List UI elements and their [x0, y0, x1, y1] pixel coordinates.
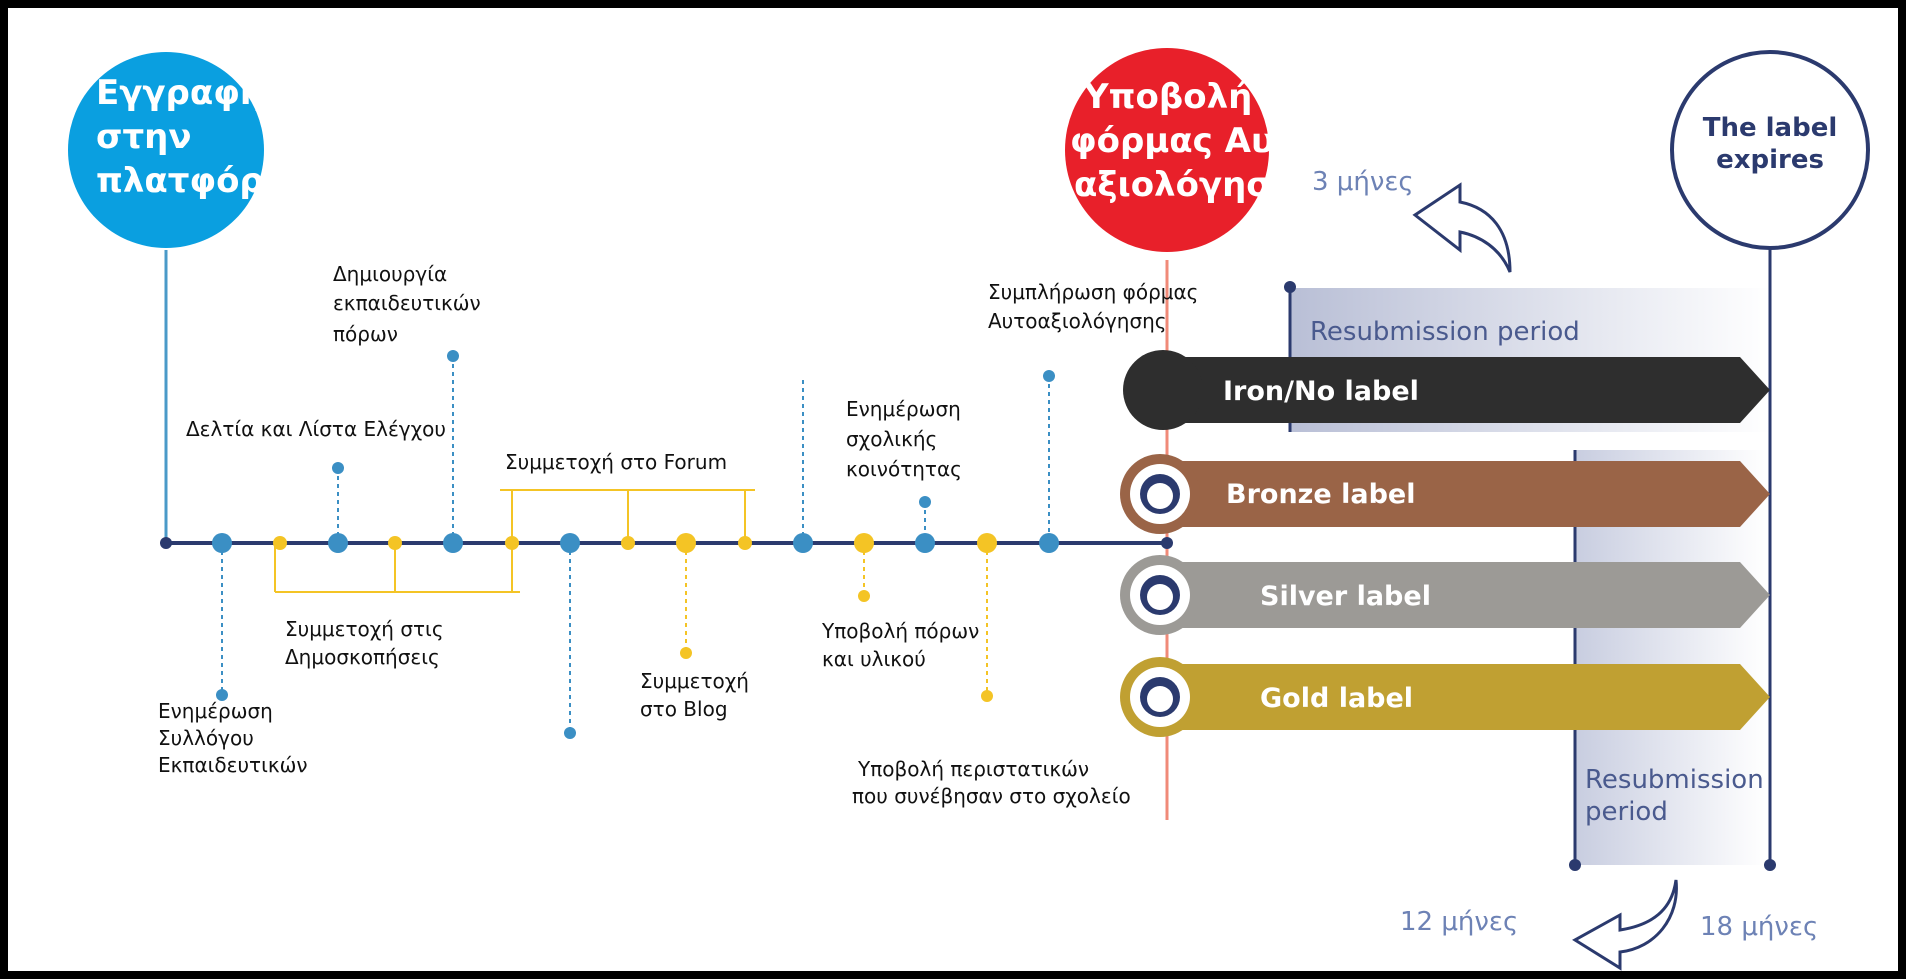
svg-text:Συλλόγου: Συλλόγου	[158, 726, 254, 750]
register-line-1: Εγγραφή	[96, 73, 264, 113]
resubmission-period-top: Resubmission period	[1310, 317, 1580, 347]
resubmission-period-bottom-2: period	[1585, 797, 1668, 827]
band-top-dot	[1284, 281, 1296, 293]
step-blog: Συμμετοχή στο Blog	[640, 669, 749, 721]
band-bottom-dot	[1569, 859, 1581, 871]
resubmission-period-bottom-1: Resubmission	[1585, 765, 1764, 795]
label-iron-text: Iron/No label	[1223, 376, 1419, 407]
expires-line-dot	[1764, 859, 1776, 871]
svg-text:Συμμετοχή στο Forum: Συμμετοχή στο Forum	[505, 450, 727, 474]
submit-line-1: Υποβολή	[1083, 77, 1252, 117]
stem-end-dots	[216, 350, 1055, 739]
step-ypovoli-poron: Υποβολή πόρων και υλικού	[821, 619, 979, 671]
step-poroi: Δημιουργία εκπαιδευτικών πόρων	[333, 262, 481, 346]
label-arrow-bronze: Bronze label	[1120, 454, 1770, 534]
timeline-start-dot	[160, 537, 172, 549]
months-18: 18 μήνες	[1700, 912, 1818, 942]
label-arrow-silver: Silver label	[1120, 555, 1770, 635]
svg-text:Συμμετοχή: Συμμετοχή	[640, 669, 749, 693]
svg-text:Δελτία και Λίστα Ελέγχου: Δελτία και Λίστα Ελέγχου	[186, 417, 446, 441]
step-deltia: Δελτία και Λίστα Ελέγχου	[186, 417, 446, 441]
svg-text:που συνέβησαν στο σχολείο: που συνέβησαν στο σχολείο	[852, 784, 1131, 808]
register-line-2: στην	[96, 117, 192, 157]
label-arrow-gold: Gold label	[1120, 657, 1770, 737]
svg-text:Ενημέρωση: Ενημέρωση	[846, 397, 961, 421]
step-forum: Συμμετοχή στο Forum	[505, 450, 727, 474]
step-dimioskopiseis: Συμμετοχή στις Δημοσκοπήσεις	[285, 617, 444, 669]
step-symplirosi: Συμπλήρωση φόρμας Αυτοαξιολόγησης	[988, 280, 1198, 333]
submit-line-3: αξιολόγησης	[1074, 165, 1317, 205]
svg-text:Υποβολή περιστατικών: Υποβολή περιστατικών	[857, 757, 1089, 781]
step-peristatika: Υποβολή περιστατικών που συνέβησαν στο σ…	[852, 757, 1131, 808]
expires-circle: The label expires	[1670, 50, 1870, 250]
yellow-brackets	[274, 489, 755, 593]
curved-arrow-3-months-icon	[1412, 182, 1512, 273]
svg-text:Αυτοαξιολόγησης: Αυτοαξιολόγησης	[988, 309, 1167, 333]
svg-text:και υλικού: και υλικού	[822, 647, 926, 671]
svg-text:Δημιουργία: Δημιουργία	[333, 262, 447, 286]
timeline-dots	[212, 533, 1059, 553]
expires-line-2: expires	[1716, 145, 1824, 175]
svg-text:Δημοσκοπήσεις: Δημοσκοπήσεις	[285, 645, 440, 669]
label-silver-text: Silver label	[1260, 581, 1431, 612]
label-arrow-iron: Iron/No label	[1123, 350, 1770, 430]
label-bronze-text: Bronze label	[1226, 479, 1415, 510]
svg-text:εκπαιδευτικών: εκπαιδευτικών	[333, 291, 481, 315]
svg-text:στο Blog: στο Blog	[640, 697, 728, 721]
months-3: 3 μήνες	[1312, 167, 1414, 197]
svg-text:κοινότητας: κοινότητας	[846, 457, 962, 481]
timeline-end-dot	[1161, 537, 1173, 549]
curved-arrow-12-months-icon	[1572, 879, 1678, 971]
svg-text:Συμμετοχή στις: Συμμετοχή στις	[285, 617, 444, 641]
svg-text:σχολικής: σχολικής	[846, 427, 937, 451]
svg-text:πόρων: πόρων	[333, 322, 398, 346]
step-koinotita: Ενημέρωση σχολικής κοινότητας	[846, 397, 962, 481]
svg-text:Εκπαιδευτικών: Εκπαιδευτικών	[158, 753, 308, 777]
step-ekpaideutikoi: Ενημέρωση Συλλόγου Εκπαιδευτικών	[158, 699, 308, 777]
register-line-3: πλατφόρμα	[96, 161, 312, 201]
months-12: 12 μήνες	[1400, 907, 1518, 937]
submit-circle: Υποβολή φόρμας Αυτο- αξιολόγησης	[1065, 48, 1333, 252]
expires-line-1: The label	[1703, 113, 1838, 143]
svg-text:Υποβολή πόρων: Υποβολή πόρων	[821, 619, 979, 643]
register-circle: Εγγραφή στην πλατφόρμα	[68, 52, 312, 248]
submit-line-2: φόρμας Αυτο-	[1070, 121, 1333, 161]
svg-text:Συμπλήρωση φόρμας: Συμπλήρωση φόρμας	[988, 280, 1198, 304]
svg-text:Ενημέρωση: Ενημέρωση	[158, 699, 273, 723]
label-gold-text: Gold label	[1260, 683, 1413, 714]
